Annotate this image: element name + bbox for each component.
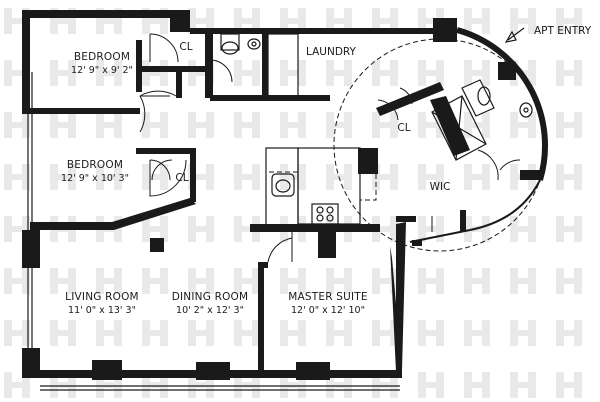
doors — [139, 33, 521, 263]
bedroom2-dims: 12' 9" x 10' 3" — [61, 173, 129, 184]
walls — [22, 10, 540, 391]
closet3-name: CL — [397, 122, 410, 134]
bedroom2-name: BEDROOM — [67, 159, 123, 171]
curved-lower-wall — [469, 179, 541, 231]
living-room-name: LIVING ROOM — [65, 291, 139, 303]
bedroom1-dims: 12' 9" x 9' 2" — [71, 65, 133, 76]
closet2-name: CL — [175, 172, 188, 184]
laundry-name: LAUNDRY — [306, 46, 357, 58]
master-suite-name: MASTER SUITE — [288, 291, 367, 303]
curved-exterior-wall — [456, 27, 549, 181]
room-labels: BEDROOM 12' 9" x 9' 2" BEDROOM 12' 9" x … — [61, 25, 592, 316]
master-suite-dims: 12' 0" x 12' 10" — [291, 305, 365, 316]
dining-room-dims: 10' 2" x 12' 3" — [176, 305, 244, 316]
apt-entry-label: APT ENTRY — [534, 25, 592, 37]
bedroom1-name: BEDROOM — [74, 51, 130, 63]
closet1-name: CL — [179, 41, 192, 53]
fixtures — [220, 33, 533, 227]
wic-name: WIC — [430, 181, 451, 193]
living-room-dims: 11' 0" x 13' 3" — [68, 305, 136, 316]
dining-room-name: DINING ROOM — [172, 291, 249, 303]
entry-dashed-circle — [333, 38, 547, 252]
apt-entry-arrow-icon — [504, 27, 525, 43]
